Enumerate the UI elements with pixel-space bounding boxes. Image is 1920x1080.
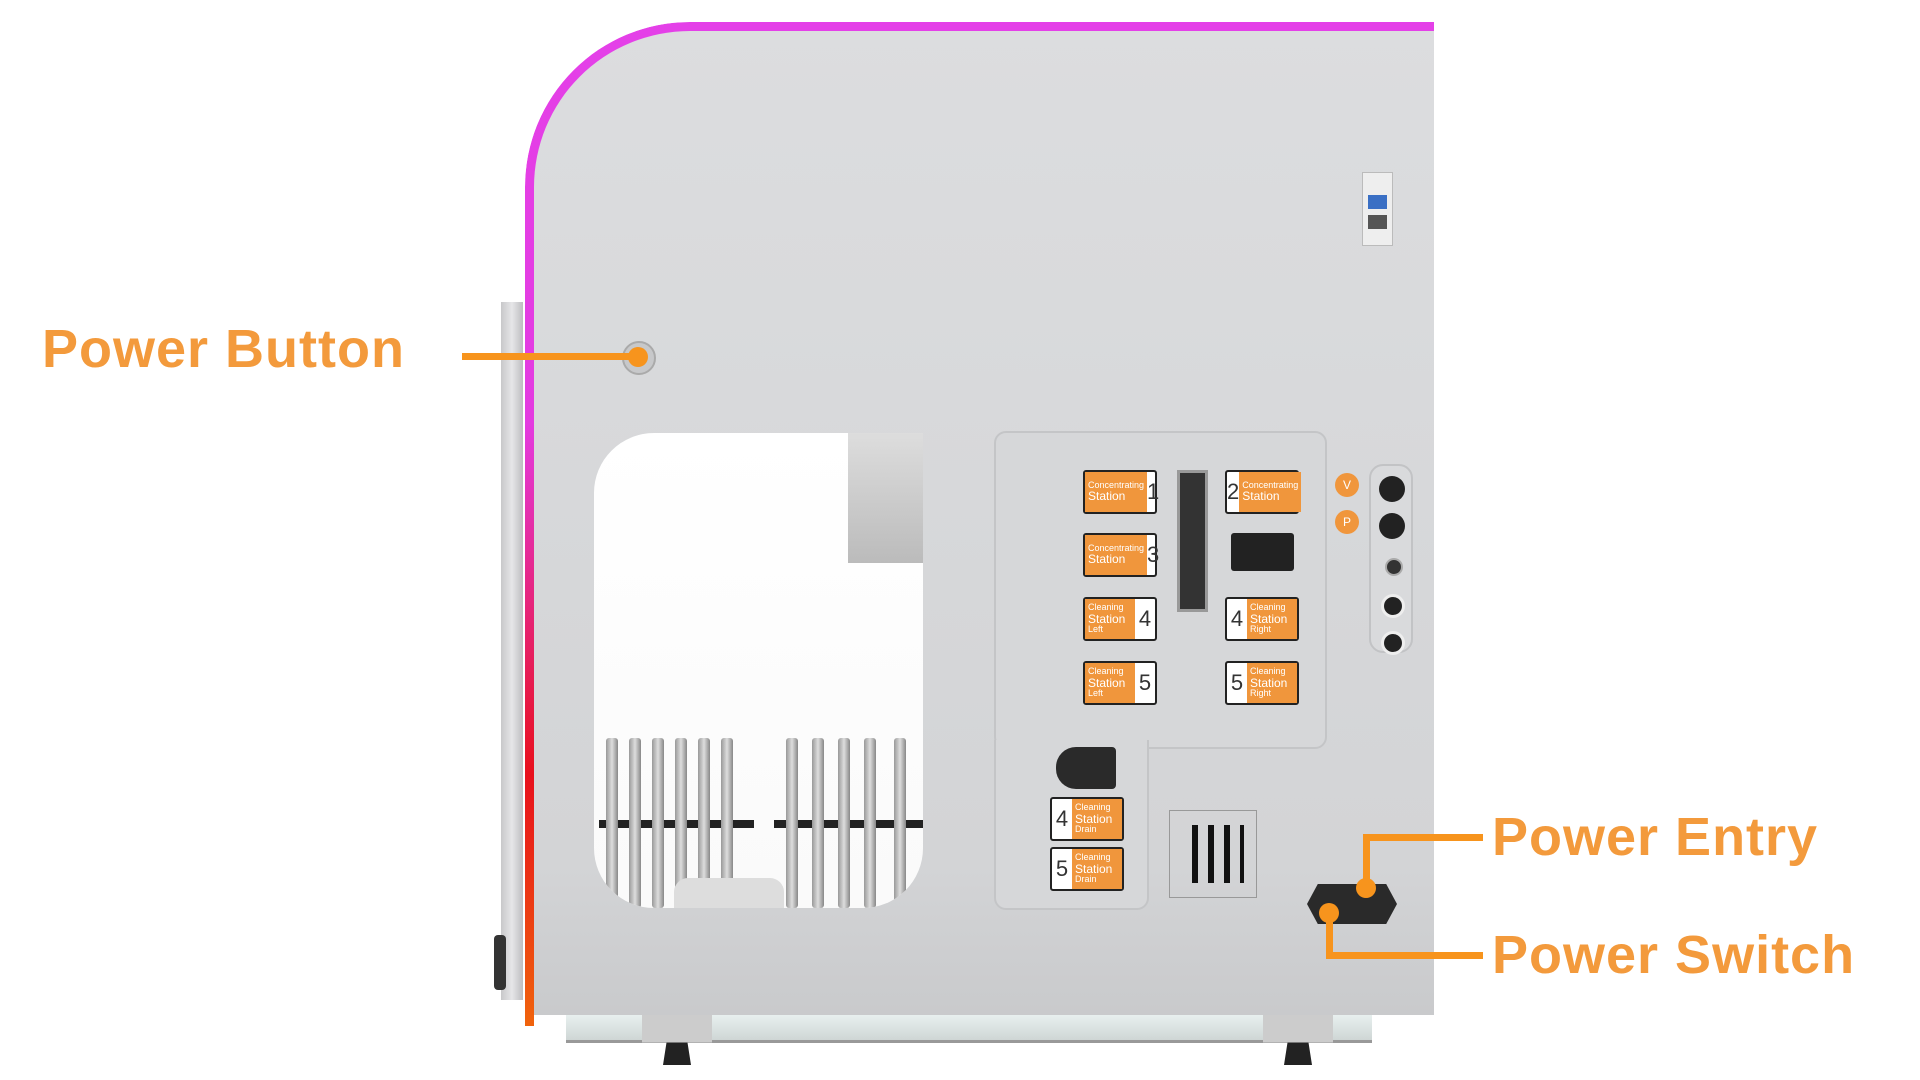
window-mechanism: [848, 433, 923, 563]
indicator-p: P: [1335, 510, 1359, 534]
connector-port[interactable]: [1379, 476, 1405, 502]
power-switch-leader-dot: [1319, 903, 1339, 923]
indicator-v: V: [1335, 473, 1359, 497]
connector-port[interactable]: [1381, 631, 1405, 655]
power-entry-leader-vertical: [1363, 834, 1370, 889]
connector-port[interactable]: [1381, 594, 1405, 618]
window-base: [674, 878, 784, 908]
sample-window: [594, 433, 923, 908]
foot-left: [642, 1015, 712, 1065]
power-button-leader-dot: [628, 347, 648, 367]
power-switch-leader: [1326, 952, 1483, 959]
valve-manifold: [1177, 470, 1208, 612]
connector-port[interactable]: [1385, 558, 1403, 576]
power-entry-leader: [1363, 834, 1483, 841]
side-latch: [494, 935, 506, 990]
power-switch-label: Power Switch: [1492, 925, 1856, 985]
power-entry-label: Power Entry: [1492, 807, 1819, 867]
side-door-strip: [501, 302, 523, 1000]
instrument-top-highlight: [690, 22, 1434, 31]
power-switch-leader-vertical: [1326, 910, 1333, 959]
power-button-leader: [462, 353, 638, 360]
connector-panel: [1369, 464, 1413, 655]
power-button-label: Power Button: [42, 319, 405, 379]
vent-grille: [1169, 810, 1257, 898]
drain-cover: [1056, 747, 1116, 789]
power-entry-leader-dot: [1356, 878, 1376, 898]
display-block: [1231, 533, 1294, 571]
foot-right: [1263, 1015, 1333, 1065]
connector-port[interactable]: [1379, 513, 1405, 539]
usb-panel: [1362, 172, 1393, 246]
